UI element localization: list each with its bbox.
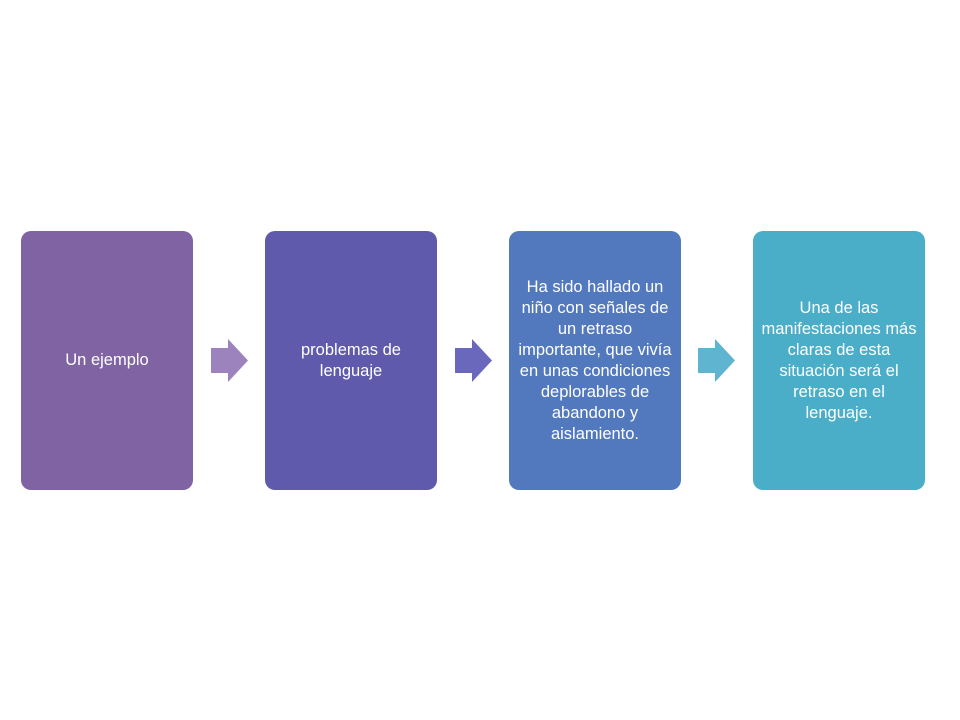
step-box-4: Una de las manifestaciones más claras de…	[753, 231, 925, 490]
right-arrow-icon	[211, 339, 248, 382]
step-box-3: Ha sido hallado un niño con señales de u…	[509, 231, 681, 490]
step-box-2: problemas de lenguaje	[265, 231, 437, 490]
step-box-1: Un ejemplo	[21, 231, 193, 490]
step-text-4: Una de las manifestaciones más claras de…	[761, 298, 917, 422]
step-text-3: Ha sido hallado un niño con señales de u…	[518, 277, 672, 443]
step-text-1: Un ejemplo	[65, 351, 149, 369]
step-text-2: problemas de lenguaje	[301, 340, 401, 380]
right-arrow-icon	[455, 339, 492, 382]
right-arrow-icon	[698, 339, 735, 382]
